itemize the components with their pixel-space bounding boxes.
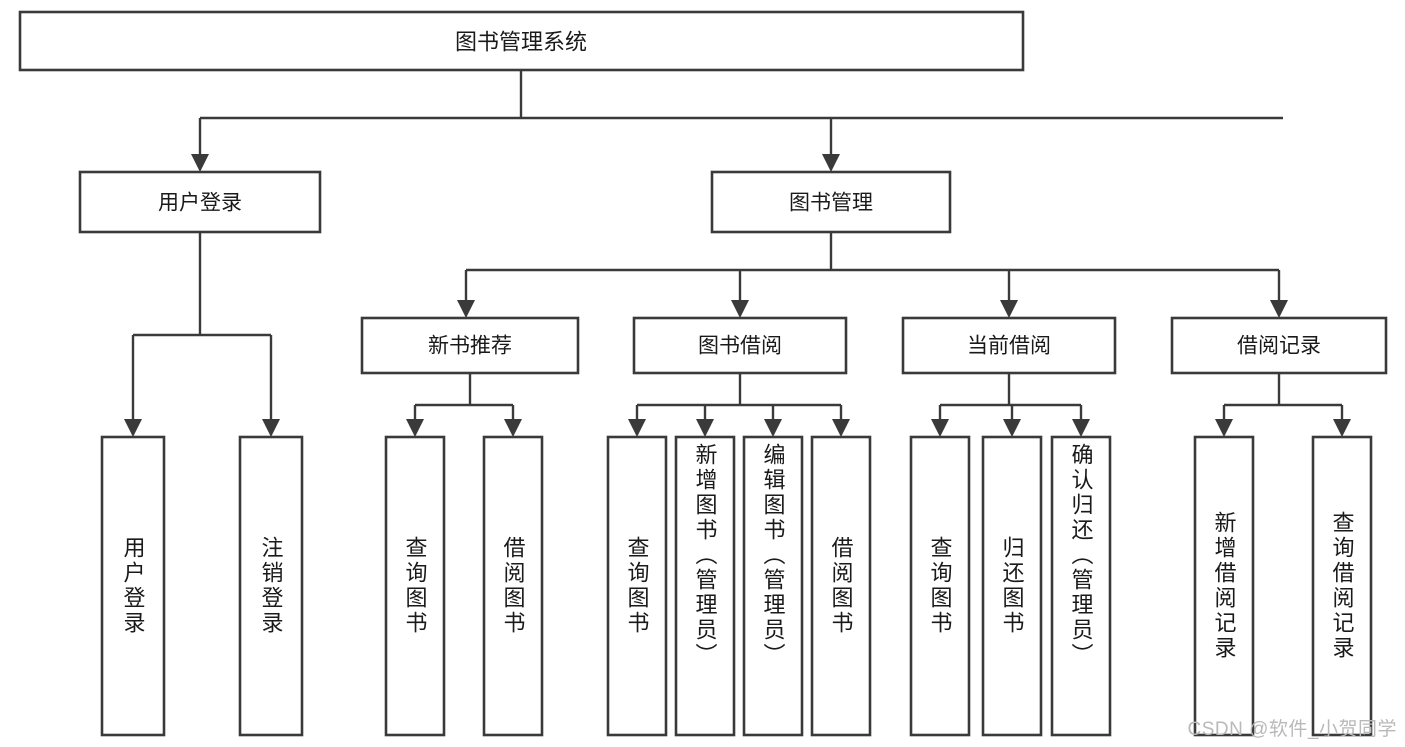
node-current-borrow[interactable]: 当前借阅: [901, 316, 1117, 375]
leaf-box-borrow-book-bb[interactable]: [810, 435, 872, 737]
leaf-box-confirm-return-admin[interactable]: [1050, 435, 1112, 737]
connector-book-borrow-to-leaves: [628, 373, 850, 437]
leaf-box-edit-book-admin[interactable]: [742, 435, 804, 737]
connector-new-book-recommend-to-leaves: [406, 373, 522, 437]
arrow-to-borrow-record: [1270, 300, 1288, 318]
arrow-to-confirm-return-admin: [1072, 419, 1090, 437]
new-book-recommend-box: [360, 316, 580, 375]
user-login-box: [78, 170, 322, 234]
node-borrow-record[interactable]: 借阅记录: [1170, 316, 1388, 375]
arrow-to-query-borrow-record: [1333, 419, 1351, 437]
leaf-box-borrow-book-nb[interactable]: [482, 435, 544, 737]
arrow-to-new-book-recommend: [457, 300, 475, 318]
connector-current-borrow-to-leaves: [931, 373, 1090, 437]
arrow-to-query-book-bb: [628, 419, 646, 437]
arrow-to-user-login: [191, 154, 209, 172]
user-login-label: 用户登录: [158, 192, 242, 215]
arrow-to-current-borrow: [1000, 300, 1018, 318]
node-book-management[interactable]: 图书管理: [710, 170, 952, 234]
arrow-to-add-book-admin: [696, 419, 714, 437]
root-box: [18, 10, 1025, 72]
arrow-to-query-book-nb: [406, 419, 424, 437]
connector-book-management-to-level3: [457, 232, 1288, 318]
arrow-to-add-borrow-record: [1215, 419, 1233, 437]
new-book-recommend-label: 新书推荐: [428, 335, 512, 358]
arrow-to-user-login-do: [124, 419, 142, 437]
leaf-box-query-book-bb[interactable]: [606, 435, 668, 737]
current-borrow-box: [901, 316, 1117, 375]
arrow-to-return-book: [1003, 419, 1021, 437]
connector-root-to-level2: [191, 70, 1283, 172]
borrow-record-label: 借阅记录: [1237, 335, 1321, 358]
leaf-box-add-borrow-record[interactable]: [1193, 435, 1255, 737]
node-new-book-recommend[interactable]: 新书推荐: [360, 316, 580, 375]
arrow-to-query-book-cb: [931, 419, 949, 437]
root-label: 图书管理系统: [455, 30, 587, 55]
current-borrow-label: 当前借阅: [967, 335, 1051, 358]
leaf-box-query-book-nb[interactable]: [384, 435, 446, 737]
arrow-to-edit-book-admin: [764, 419, 782, 437]
leaf-box-user-login-do[interactable]: [100, 435, 166, 737]
leaf-box-user-logout[interactable]: [238, 435, 304, 737]
leaf-box-add-book-admin[interactable]: [674, 435, 736, 737]
arrow-to-book-borrow: [731, 300, 749, 318]
connector-borrow-record-to-leaves: [1215, 373, 1351, 437]
leaf-box-query-book-cb[interactable]: [909, 435, 971, 737]
node-book-borrow[interactable]: 图书借阅: [632, 316, 848, 375]
leaf-box-query-borrow-record[interactable]: [1311, 435, 1373, 737]
csdn-watermark: CSDN @软件_小贺同学: [1187, 719, 1397, 740]
arrow-to-book-management: [822, 154, 840, 172]
arrow-to-user-logout: [262, 419, 280, 437]
book-management-label: 图书管理: [789, 192, 873, 215]
book-borrow-label: 图书借阅: [698, 335, 782, 358]
connector-user-login-to-leaves: [124, 232, 280, 437]
arrow-to-borrow-book-bb: [832, 419, 850, 437]
leaf-boxes: [100, 435, 1373, 737]
node-root[interactable]: 图书管理系统: [18, 10, 1025, 72]
node-user-login[interactable]: 用户登录: [78, 170, 322, 234]
arrow-to-borrow-book-nb: [504, 419, 522, 437]
leaf-box-return-book[interactable]: [981, 435, 1043, 737]
